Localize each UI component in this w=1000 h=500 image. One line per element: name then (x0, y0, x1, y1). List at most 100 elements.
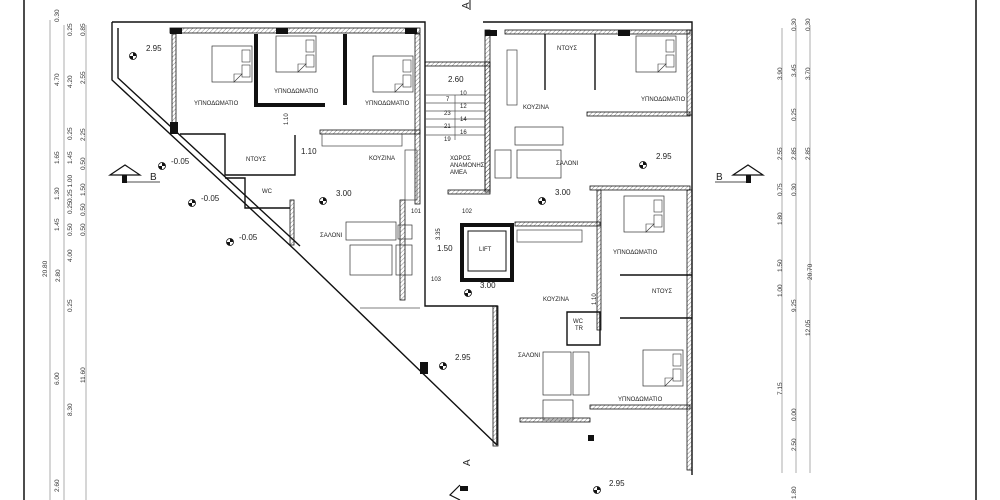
room-label: ΥΠΝΟΔΩΜΑΤΙΟ (641, 97, 686, 103)
left-unit-walls (111, 21, 498, 446)
section-marker-b-left: B (108, 164, 160, 183)
svg-text:0.50: 0.50 (80, 223, 87, 236)
bed-icon (211, 45, 253, 83)
svg-text:1.65: 1.65 (54, 151, 61, 164)
level-label: 2.95 (609, 479, 625, 488)
room-label: ΥΠΝΟΔΩΜΑΤΙΟ (613, 250, 658, 256)
svg-text:9.25: 9.25 (791, 299, 798, 312)
svg-text:2.50: 2.50 (791, 438, 798, 451)
svg-text:11.60: 11.60 (80, 367, 87, 383)
svg-text:10: 10 (460, 91, 467, 97)
svg-text:16: 16 (460, 130, 467, 136)
right-unit-top-labels: ΝΤΟΥΣ ΚΟΥΖΙΝΑ ΥΠΝΟΔΩΜΑΤΙΟ ΣΑΛΟΝΙ 2.95 3.… (523, 46, 686, 197)
section-marker-a-bottom (448, 484, 468, 500)
right-dimension-lines (781, 25, 811, 473)
level-marker-icon (464, 289, 472, 297)
svg-text:21: 21 (444, 124, 451, 130)
sofa-icon (345, 221, 413, 276)
svg-text:23: 23 (444, 111, 451, 117)
sofa-icon (494, 126, 590, 421)
svg-text:3.35: 3.35 (436, 228, 442, 240)
section-label: A (461, 2, 472, 9)
right-unit-bottom-labels: ΥΠΝΟΔΩΜΑΤΙΟ ΚΟΥΖΙΝΑ 1.10 ΝΤΟΥΣ WC TR ΣΑΛ… (455, 250, 672, 488)
section-marker-b-right: B (715, 164, 765, 183)
level-marker-icon (188, 199, 196, 207)
svg-text:0.30: 0.30 (791, 183, 798, 196)
kitchen-counter (506, 49, 518, 106)
room-label: ΣΑΛΟΝΙ (518, 353, 541, 359)
svg-text:1.80: 1.80 (791, 486, 798, 499)
room-label: ΚΟΥΖΙΝΑ (369, 156, 395, 162)
room-label: ΥΠΝΟΔΩΜΑΤΙΟ (274, 89, 319, 95)
svg-text:20.70: 20.70 (807, 263, 814, 280)
svg-text:0.30: 0.30 (805, 18, 812, 31)
svg-text:2.85: 2.85 (791, 147, 798, 160)
svg-text:6.00: 6.00 (54, 372, 61, 385)
dimension-label: 1.10 (284, 113, 290, 125)
dimension-label: 1.10 (592, 293, 598, 305)
room-label: ΚΟΥΖΙΝΑ (543, 297, 569, 303)
svg-text:19: 19 (444, 137, 451, 143)
svg-text:101: 101 (411, 209, 422, 215)
room-label: ΝΤΟΥΣ (246, 157, 266, 163)
bed-icon (372, 55, 414, 93)
svg-text:0.30: 0.30 (54, 9, 61, 22)
kitchen-counter (516, 229, 583, 243)
svg-text:ΧΩΡΟΣ: ΧΩΡΟΣ (450, 156, 471, 162)
svg-text:7.15: 7.15 (777, 382, 784, 395)
section-label: A (462, 459, 473, 466)
svg-text:1.30: 1.30 (54, 187, 61, 200)
svg-text:0.50: 0.50 (80, 157, 87, 170)
svg-text:0.25: 0.25 (67, 299, 74, 312)
bed-icon (623, 195, 665, 233)
room-label: WC (573, 319, 584, 325)
svg-text:LIFT: LIFT (479, 247, 492, 253)
level-label: 2.95 (146, 44, 162, 53)
svg-text:103: 103 (431, 277, 442, 283)
level-label: 2.95 (455, 353, 471, 362)
svg-text:3.90: 3.90 (777, 67, 784, 80)
bed-icon (635, 35, 677, 73)
svg-text:1.00: 1.00 (777, 284, 784, 297)
level-label: 3.00 (336, 189, 352, 198)
svg-text:0.30: 0.30 (791, 18, 798, 31)
svg-text:2.25: 2.25 (80, 128, 87, 141)
svg-text:102: 102 (462, 209, 473, 215)
svg-text:0.25: 0.25 (67, 127, 74, 140)
room-label: ΥΠΝΟΔΩΜΑΤΙΟ (194, 101, 239, 107)
level-label: -0.05 (171, 157, 190, 166)
svg-text:0.50: 0.50 (80, 203, 87, 216)
svg-text:3.70: 3.70 (805, 67, 812, 80)
section-label: B (716, 172, 723, 183)
left-unit-labels: 2.95 ΥΠΝΟΔΩΜΑΤΙΟ ΥΠΝΟΔΩΜΑΤΙΟ ΥΠΝΟΔΩΜΑΤΙΟ… (146, 44, 410, 242)
kitchen-counter (404, 149, 418, 201)
dimension-label: 1.10 (301, 147, 317, 156)
svg-text:14: 14 (460, 117, 467, 123)
svg-text:2.55: 2.55 (80, 71, 87, 84)
svg-text:0.25: 0.25 (67, 23, 74, 36)
room-label: ΚΟΥΖΙΝΑ (523, 105, 549, 111)
room-label: ΝΤΟΥΣ (652, 289, 672, 295)
level-marker-icon (593, 486, 601, 494)
svg-text:4.20: 4.20 (67, 75, 74, 88)
svg-text:4.00: 4.00 (67, 249, 74, 262)
room-label: WC (262, 189, 273, 195)
svg-text:2.55: 2.55 (777, 147, 784, 160)
svg-text:20.80: 20.80 (42, 260, 49, 277)
svg-text:1.45: 1.45 (54, 218, 61, 231)
section-label: B (150, 172, 157, 183)
level-label: -0.05 (239, 233, 258, 242)
svg-text:7: 7 (446, 97, 450, 103)
level-marker-icon (226, 238, 234, 246)
room-label: ΣΑΛΟΝΙ (320, 233, 343, 239)
room-label: ΣΑΛΟΝΙ (556, 161, 579, 167)
level-label: 3.00 (555, 188, 571, 197)
level-marker-icon (639, 161, 647, 169)
level-marker-icon (439, 362, 447, 370)
level-label: -0.05 (201, 194, 220, 203)
svg-text:0.25: 0.25 (67, 201, 74, 214)
svg-text:0.00: 0.00 (791, 408, 798, 421)
svg-text:0.75: 0.75 (777, 183, 784, 196)
svg-text:0.25: 0.25 (791, 108, 798, 121)
